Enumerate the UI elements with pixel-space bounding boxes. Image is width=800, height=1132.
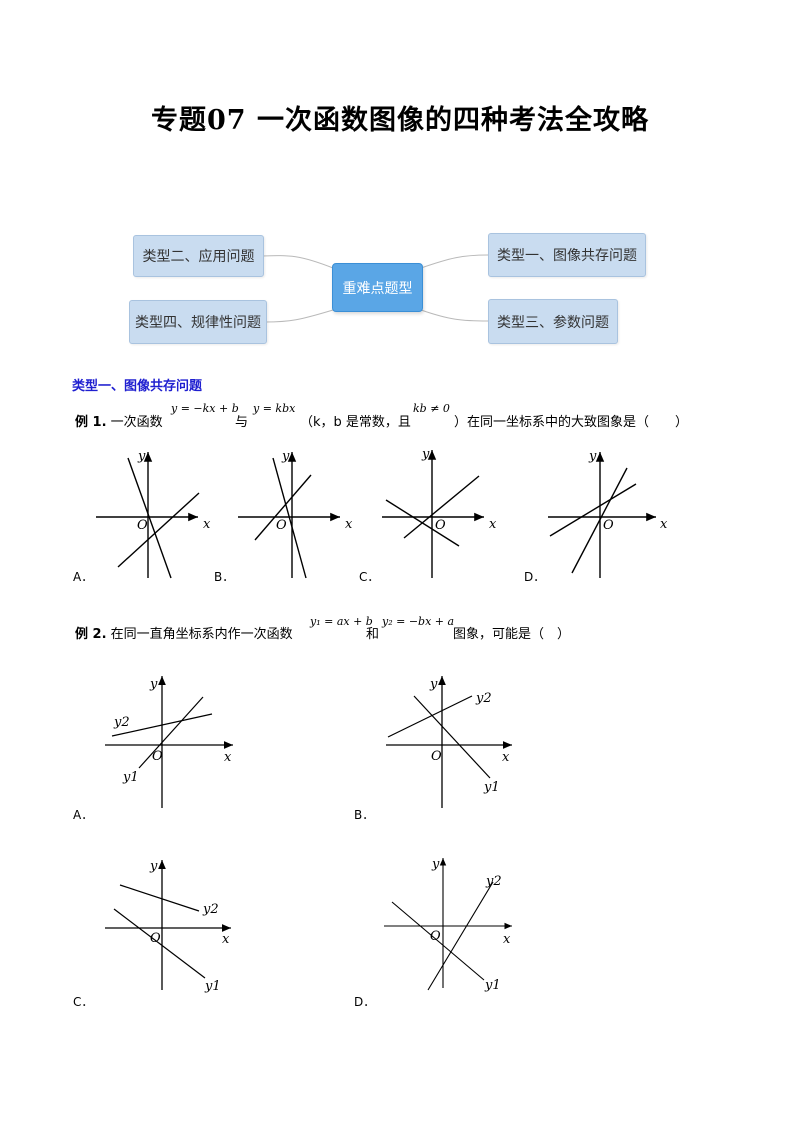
y1-label: y1 (484, 978, 501, 993)
y2-label: y2 (485, 874, 502, 889)
example2-graphs: O x y y2 y1 O x y y2 y1 O x y y2 y1 O x … (105, 676, 512, 994)
example2-graph-a: O x y y2 y1 (105, 676, 233, 808)
origin-label: O (603, 518, 614, 533)
mindmap-connectors (261, 254, 489, 323)
example1-formula2: y = kbx (253, 402, 296, 415)
origin-label: O (431, 749, 442, 764)
example2-question: 例 2. 在同一直角坐标系内作一次函数 (75, 626, 293, 644)
example2-graph-c: O x y y2 y1 (105, 859, 231, 994)
example1-option-b[interactable]: B． (214, 570, 235, 584)
mindmap-center-node: 重难点题型 (332, 263, 423, 312)
example2-text-c: 图象，可能是（ ） (453, 627, 571, 642)
y-axis-label: y (281, 449, 290, 464)
example2-label: 例 2. (75, 627, 107, 642)
example1-graph-b: O x y (238, 449, 353, 579)
y-axis-label: y (588, 449, 597, 464)
example1-text-b: 与 (235, 415, 249, 430)
example1-option-d[interactable]: D． (524, 570, 546, 584)
example1-text-d: ）在同一坐标系中的大致图象是（ ） (454, 415, 689, 430)
mindmap-node-type1: 类型一、图像共存问题 (488, 233, 646, 277)
example1-text-a: 一次函数 (110, 415, 163, 430)
example2-option-c[interactable]: C． (73, 995, 94, 1009)
x-axis-label: x (489, 517, 497, 532)
y-axis-label: y (137, 449, 146, 464)
x-axis-label: x (224, 750, 232, 765)
mindmap-node-type2: 类型二、应用问题 (133, 235, 264, 277)
example2-graph-d: O x y y2 y1 (384, 857, 512, 993)
y2-label: y2 (475, 691, 492, 706)
example1-question: 例 1. 一次函数 (75, 414, 163, 432)
x-axis-label: x (203, 517, 211, 532)
x-axis-label: x (345, 517, 353, 532)
origin-label: O (276, 518, 287, 533)
origin-label: O (430, 929, 441, 944)
section-heading: 类型一、图像共存问题 (72, 379, 203, 394)
y-axis-label: y (429, 677, 438, 692)
example2-formula2: y₂ = −bx + a (382, 615, 455, 628)
mindmap-node-type3: 类型三、参数问题 (488, 299, 618, 344)
y2-label: y2 (202, 902, 219, 917)
example1-graph-d: O x y (548, 449, 668, 578)
example1-option-c[interactable]: C． (359, 570, 380, 584)
example1-graph-c: O x y (382, 447, 497, 578)
origin-label: O (435, 518, 446, 533)
origin-label: O (137, 518, 148, 533)
mindmap-node-type4: 类型四、规律性问题 (129, 300, 267, 344)
x-axis-label: x (503, 932, 511, 947)
example2-option-d[interactable]: D． (354, 995, 376, 1009)
example1-formula1: y = −kx + b (171, 402, 239, 415)
example1-text-c: （k，b 是常数，且 (300, 415, 411, 430)
y1-label: y1 (204, 979, 221, 994)
y-axis-label: y (421, 447, 430, 462)
x-axis-label: x (222, 932, 230, 947)
example2-option-a[interactable]: A． (73, 808, 94, 822)
example1-formula3: kb ≠ 0 (413, 402, 450, 415)
example2-formula1: y₁ = ax + b (310, 615, 373, 628)
example2-text-a: 在同一直角坐标系内作一次函数 (110, 627, 293, 642)
example2-text-b: 和 (366, 627, 380, 642)
y-axis-label: y (149, 859, 158, 874)
y1-label: y1 (483, 780, 500, 795)
x-axis-label: x (660, 517, 668, 532)
y-axis-label: y (431, 857, 440, 872)
y2-label: y2 (113, 715, 130, 730)
example1-graphs: O x y O x y O x y O x y (96, 447, 668, 579)
example1-option-a[interactable]: A． (73, 570, 94, 584)
origin-label: O (150, 931, 161, 946)
example2-graph-b: O x y y2 y1 (386, 676, 512, 808)
origin-label: O (152, 749, 163, 764)
x-axis-label: x (502, 750, 510, 765)
example1-graph-a: O x y (96, 449, 211, 579)
example1-label: 例 1. (75, 415, 107, 430)
example2-option-b[interactable]: B． (354, 808, 375, 822)
y1-label: y1 (122, 770, 139, 785)
page-title: 专题07 一次函数图像的四种考法全攻略 (151, 105, 649, 136)
y-axis-label: y (149, 677, 158, 692)
